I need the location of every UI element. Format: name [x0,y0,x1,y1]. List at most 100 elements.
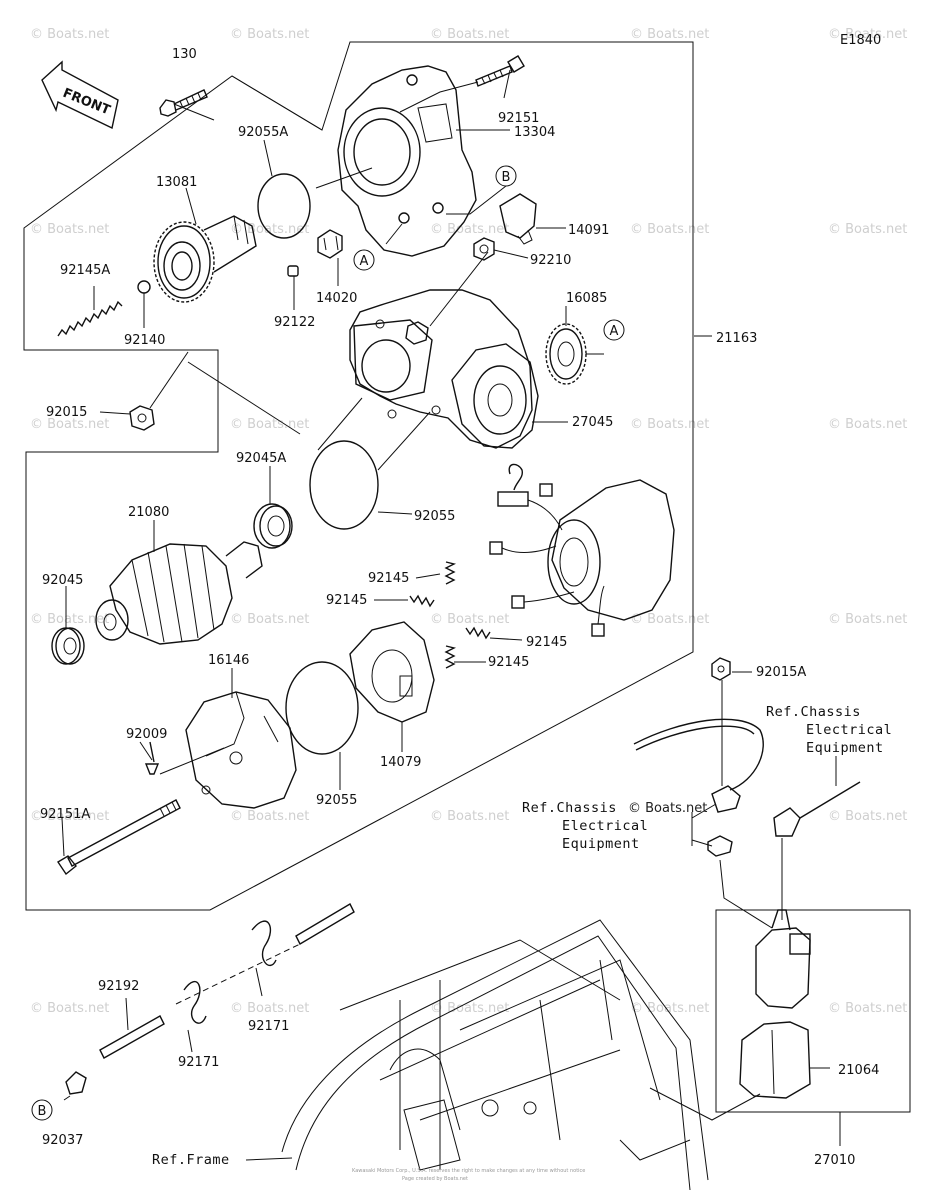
watermark: © Boats.net [430,27,509,42]
watermark: © Boats.net [430,809,509,824]
leader-lines [61,69,911,1161]
part-housing [349,289,533,449]
part-oring-92055-lower [285,661,359,755]
label-92151: 92151 [498,111,539,126]
part-brush-assembly [489,463,675,637]
diagram-code: E1840 [840,33,881,48]
watermark: © Boats.net [30,1001,109,1016]
watermark: © Boats.net [628,801,707,816]
footer-note-1: Kawasaki Motors Corp., U.S.A. reserves t… [352,1168,585,1174]
label-16085: 16085 [566,291,607,306]
watermark: © Boats.net [230,27,309,42]
svg-text:A: A [360,254,369,269]
part-oring-92055-upper [309,440,379,530]
label-130: 130 [172,47,197,62]
svg-text:B: B [38,1104,47,1119]
marker-b-1: B [495,165,517,187]
front-arrow-icon: FRONT [41,60,119,130]
part-armature-21080 [95,541,263,645]
watermark: © Boats.net [30,417,109,432]
watermark: © Boats.net [828,417,907,432]
footer-note-2: Page created by Boats.net [402,1176,468,1182]
label-92015: 92015 [46,405,87,420]
part-bearing-92045 [51,627,85,665]
part-cover-13304 [337,65,477,257]
label-92055A: 92055A [238,125,288,140]
svg-text:Equipment: Equipment [806,740,884,756]
part-oring-92055A [257,173,311,239]
marker-a-2: A [603,319,625,341]
watermark: © Boats.net [828,809,907,824]
label-92037: 92037 [42,1133,83,1148]
watermark: © Boats.net [630,417,709,432]
watermark: © Boats.net [230,1001,309,1016]
watermark: © Boats.net [30,809,109,824]
label-21064: 21064 [838,1063,879,1078]
svg-text:Ref.Chassis: Ref.Chassis [766,704,861,720]
part-clamp-92037 [65,1071,87,1095]
part-spring-92145A [57,300,123,337]
label-92140: 92140 [124,333,165,348]
label-92145-a: 92145 [368,571,409,586]
label-92145A: 92145A [60,263,110,278]
watermark: © Boats.net [430,222,509,237]
svg-text:Ref.Chassis: Ref.Chassis [522,800,617,816]
part-clip-92171 [183,920,277,1024]
ref-chassis-electrical-1: Ref.Chassis Electrical Equipment [766,704,892,756]
front-label: FRONT [61,86,113,119]
label-92045A: 92045A [236,451,286,466]
label-92192: 92192 [98,979,139,994]
svg-text:B: B [502,170,511,185]
svg-text:Equipment: Equipment [562,836,640,852]
part-ball-92140 [137,280,151,294]
watermark: © Boats.net [230,222,309,237]
part-relay-27010 [739,909,811,1099]
label-27045: 27045 [572,415,613,430]
part-gear-13081 [153,215,257,303]
part-cap-14091 [499,193,537,245]
watermark: © Boats.net [30,27,109,42]
label-92045: 92045 [42,573,83,588]
label-14091: 14091 [568,223,609,238]
label-92151A: 92151A [40,807,90,822]
watermark: © Boats.net [230,809,309,824]
watermark: © Boats.net [630,1001,709,1016]
part-bearing-92045A [253,503,293,549]
part-endcover-16146 [185,691,297,809]
ref-chassis-electrical-2: Ref.Chassis Electrical Equipment © Boats… [522,800,707,852]
svg-text:A: A [610,324,619,339]
part-bolt-92151 [475,55,525,87]
watermarks: © Boats.net © Boats.net © Boats.net © Bo… [30,27,907,1016]
svg-text:Electrical: Electrical [562,818,648,834]
label-14020: 14020 [316,291,357,306]
part-nut-92015 [129,405,155,431]
label-92145-c: 92145 [526,635,567,650]
part-bolt-92151A [57,799,181,876]
label-21080: 21080 [128,505,169,520]
label-27010: 27010 [814,1153,855,1168]
watermark: © Boats.net [230,612,309,627]
label-92055-lower: 92055 [316,793,357,808]
label-92145-d: 92145 [488,655,529,670]
part-cable-harness [633,718,861,857]
watermark: © Boats.net [630,27,709,42]
part-spring-92145-b [409,594,435,608]
part-gear-16085 [545,323,587,385]
label-92210: 92210 [530,253,571,268]
label-92015A: 92015A [756,665,806,680]
part-bolt-130 [159,89,208,117]
label-13304: 13304 [514,125,555,140]
label-92009: 92009 [126,727,167,742]
part-spring-92145-d [444,645,457,669]
label-13081: 13081 [156,175,197,190]
label-21163: 21163 [716,331,757,346]
watermark: © Boats.net [630,222,709,237]
part-coupling-14020 [317,229,343,259]
part-frame [281,919,709,1191]
part-nut-92015A [711,657,731,681]
marker-b-2: B [31,1099,53,1121]
marker-a-1: A [353,249,375,271]
label-92171-lower: 92171 [178,1055,219,1070]
assembly-outline-21163 [23,41,694,911]
